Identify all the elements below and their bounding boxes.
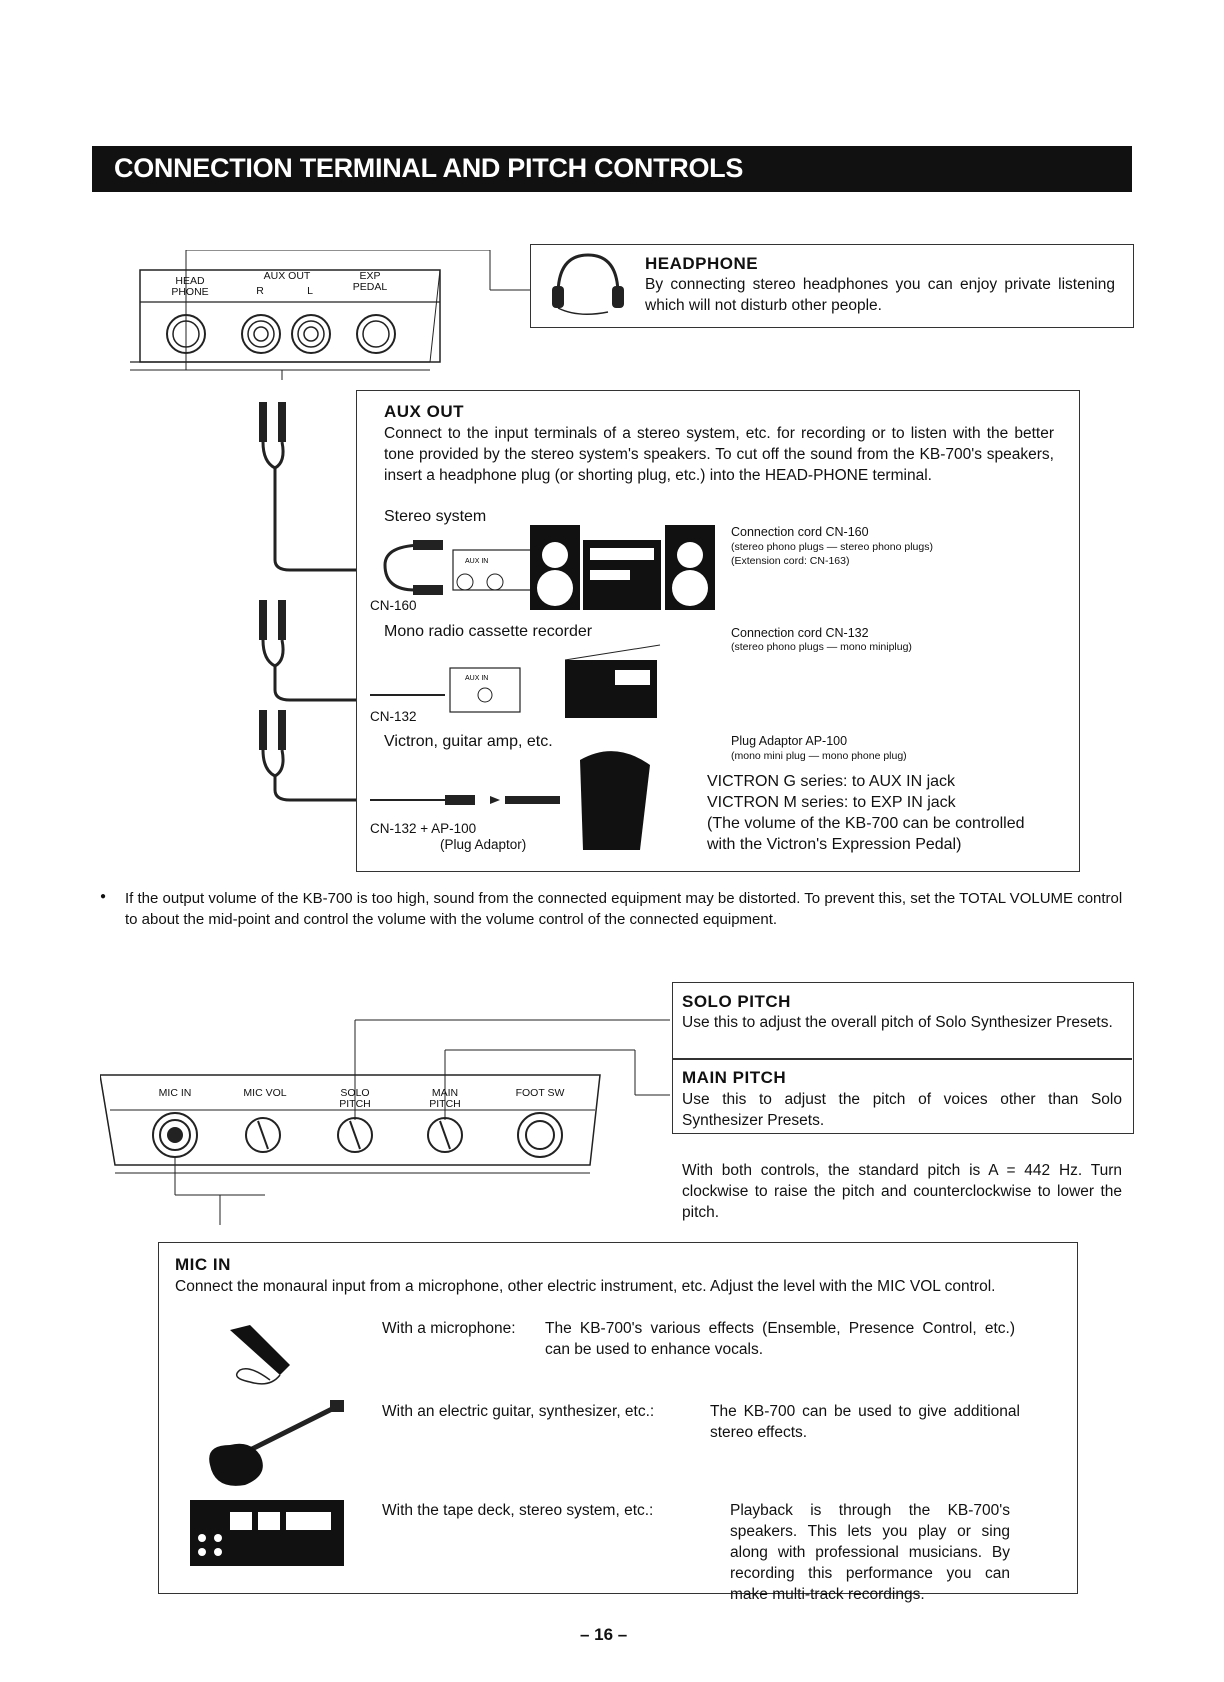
- victron-label: Victron, guitar amp, etc.: [384, 733, 553, 750]
- pitch-note: With both controls, the standard pitch i…: [682, 1162, 1122, 1221]
- mic-in-text: Connect the monaural input from a microp…: [175, 1278, 996, 1295]
- headphone-text: By connecting stereo headphones you can …: [645, 276, 1115, 314]
- exp-pedal-jack-icon: [356, 314, 396, 354]
- solo-pitch-title: SOLO PITCH: [682, 992, 791, 1011]
- conn1-line3: (Extension cord: CN-163): [731, 555, 850, 567]
- microphone-icon: [230, 1325, 290, 1385]
- mono-recorder-label: Mono radio cassette recorder: [384, 623, 593, 640]
- conn2-line1: Connection cord CN-132: [731, 626, 869, 640]
- conn2-line2: (stereo phono plugs — mono miniplug): [731, 641, 912, 653]
- main-pitch-text: Use this to adjust the pitch of voices o…: [682, 1091, 1122, 1129]
- cord-cn132-ap100-label: CN-132 + AP-100: [370, 821, 477, 836]
- main-pitch-knob-icon: [427, 1117, 463, 1153]
- guitar-lead: With an electric guitar, synthesizer, et…: [382, 1403, 655, 1420]
- main-pitch-label: MAIN PITCH: [429, 1087, 461, 1110]
- top-jack-panel: [130, 250, 530, 380]
- pitch-divider: [672, 1058, 1132, 1060]
- victron-m: VICTRON M series: to EXP IN jack: [707, 794, 956, 811]
- tape-text: Playback is through the KB-700's speaker…: [730, 1502, 1010, 1603]
- mono-recorder-drawing: AUX IN: [370, 644, 661, 718]
- cord-cn160-label: CN-160: [370, 598, 417, 613]
- bottom-jack-panel: [100, 1019, 670, 1225]
- mic-in-title: MIC IN: [175, 1255, 231, 1274]
- mic-vol-label: MIC VOL: [243, 1087, 287, 1099]
- exp-pedal-label: EXP PEDAL: [352, 270, 388, 293]
- aux-cables-drawing: [259, 402, 370, 802]
- title-bar: [92, 146, 1132, 192]
- aux-out-l-jack-icon: [291, 314, 331, 354]
- tape-lead: With the tape deck, stereo system, etc.:: [382, 1502, 654, 1519]
- adaptor-line2: (mono mini plug — mono phone plug): [731, 750, 907, 762]
- aux-out-l-label: L: [307, 285, 313, 297]
- aux-in-label-2: AUX IN: [465, 675, 488, 682]
- headphone-jack-icon: [166, 314, 206, 354]
- guitar-text: The KB-700 can be used to give additiona…: [710, 1403, 1020, 1441]
- conn1-line2: (stereo phono plugs — stereo phono plugs…: [731, 541, 933, 553]
- mic-lead: With a microphone:: [382, 1320, 516, 1337]
- mic-text: The KB-700's various effects (Ensemble, …: [545, 1320, 1015, 1358]
- cord-cn132-label: CN-132: [370, 709, 417, 724]
- victron-note2: with the Victron's Expression Pedal): [707, 836, 962, 853]
- conn1-line1: Connection cord CN-160: [731, 525, 869, 539]
- mic-vol-knob-icon: [245, 1117, 281, 1153]
- foot-sw-jack-icon: [517, 1112, 563, 1158]
- headphone-box: [530, 244, 1134, 328]
- headphones-icon: [552, 253, 624, 315]
- aux-out-r-jack-icon: [241, 314, 281, 354]
- tape-deck-icon: [190, 1500, 344, 1566]
- mic-in-jack-icon: [152, 1112, 198, 1158]
- volume-note: If the output volume of the KB-700 is to…: [125, 890, 1123, 928]
- aux-out-text: Connect to the input terminals of a ster…: [384, 425, 1054, 484]
- aux-out-label: AUX OUT: [263, 270, 311, 282]
- stereo-system-label: Stereo system: [384, 508, 487, 525]
- solo-pitch-knob-icon: [337, 1117, 373, 1153]
- main-pitch-title: MAIN PITCH: [682, 1068, 787, 1087]
- plug-adaptor-label: (Plug Adaptor): [440, 837, 527, 852]
- stereo-system-drawing: AUX IN: [383, 525, 715, 610]
- page-number: – 16 –: [580, 1625, 628, 1644]
- aux-out-title: AUX OUT: [384, 402, 464, 421]
- aux-out-box: [356, 390, 1080, 872]
- victron-note1: (The volume of the KB-700 can be control…: [707, 815, 1025, 832]
- guitar-icon: [209, 1400, 344, 1486]
- adaptor-line1: Plug Adaptor AP-100: [731, 734, 848, 748]
- foot-sw-label: FOOT SW: [515, 1087, 565, 1099]
- aux-in-label-1: AUX IN: [465, 558, 488, 565]
- solo-pitch-text: Use this to adjust the overall pitch of …: [682, 1014, 1113, 1031]
- page-title: CONNECTION TERMINAL AND PITCH CONTROLS: [114, 153, 744, 183]
- victron-drawing: [370, 751, 650, 850]
- bullet-icon: ●: [100, 891, 107, 902]
- mic-in-label: MIC IN: [158, 1087, 192, 1099]
- solo-pitch-label: SOLO PITCH: [339, 1087, 371, 1110]
- headphone-title: HEADPHONE: [645, 254, 759, 273]
- head-phone-label: HEAD PHONE: [171, 275, 209, 298]
- victron-g: VICTRON G series: to AUX IN jack: [707, 773, 956, 790]
- aux-out-r-label: R: [256, 285, 264, 297]
